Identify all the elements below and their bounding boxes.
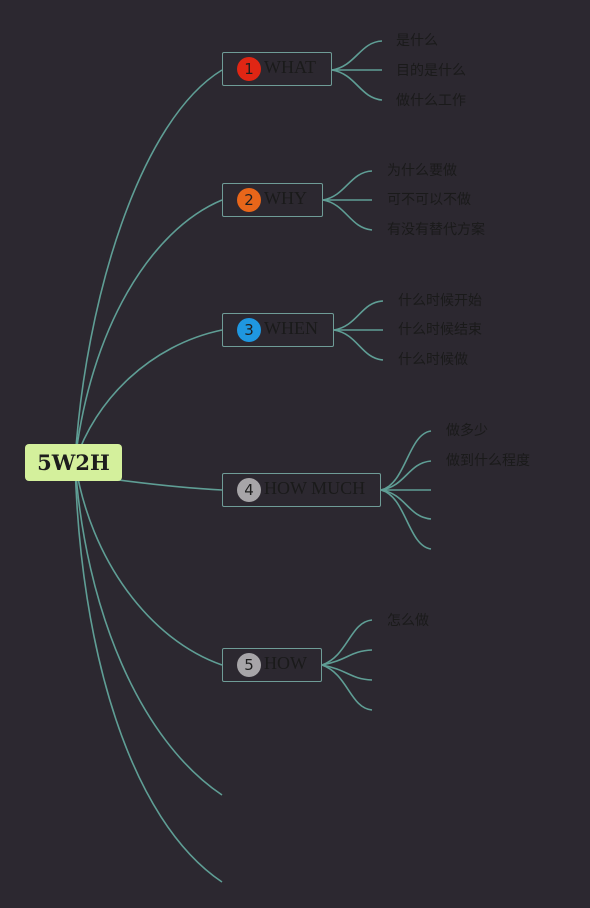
when-leaf-connector-3 — [333, 329, 384, 361]
branch-label: HOW — [264, 652, 307, 673]
number-badge-icon: 3 — [237, 318, 261, 342]
leaf-topic[interactable]: 什么时候做 — [398, 352, 468, 368]
what-leaf-connector-1 — [331, 40, 383, 71]
how-leaf-connector-1 — [321, 619, 373, 666]
number-badge-icon: 5 — [237, 653, 261, 677]
leaf-topic[interactable]: 什么时候开始 — [398, 293, 482, 309]
branch-how[interactable]: 5 HOW — [222, 648, 322, 682]
root-topic[interactable]: 5W2H — [25, 444, 122, 481]
how-leaf-connector-2 — [321, 649, 373, 666]
howmuch-leaf-connector-4 — [380, 489, 432, 520]
root-connector-empty-1 — [74, 461, 223, 796]
root-connector-empty-2 — [74, 461, 223, 883]
leaf-topic[interactable]: 是什么 — [396, 33, 438, 49]
leaf-topic[interactable]: 做到什么程度 — [446, 453, 530, 469]
when-leaf-connector-1 — [333, 300, 384, 331]
branch-what[interactable]: 1 WHAT — [222, 52, 332, 86]
what-leaf-connector-3 — [331, 69, 383, 101]
branch-how-much[interactable]: 4 HOW MUCH — [222, 473, 381, 507]
how-leaf-connector-4 — [321, 664, 373, 711]
branch-label: HOW MUCH — [264, 477, 366, 498]
leaf-topic[interactable]: 做什么工作 — [396, 93, 466, 109]
branch-label: WHY — [264, 187, 307, 208]
why-leaf-connector-1 — [322, 170, 373, 201]
root-connector-when — [74, 329, 223, 463]
howmuch-leaf-connector-2 — [380, 460, 432, 491]
branch-when[interactable]: 3 WHEN — [222, 313, 334, 347]
leaf-topic[interactable]: 为什么要做 — [387, 163, 457, 179]
how-leaf-connector-3 — [321, 664, 373, 681]
howmuch-leaf-connector-1 — [380, 430, 432, 491]
root-connector-how — [74, 461, 223, 666]
number-badge-icon: 1 — [237, 57, 261, 81]
root-connector-why — [74, 199, 223, 463]
branch-why[interactable]: 2 WHY — [222, 183, 323, 217]
number-badge-icon: 2 — [237, 188, 261, 212]
leaf-topic[interactable]: 做多少 — [446, 423, 488, 439]
why-leaf-connector-3 — [322, 199, 373, 231]
branch-label: WHAT — [264, 56, 316, 77]
branch-label: WHEN — [264, 317, 318, 338]
howmuch-leaf-connector-5 — [380, 489, 432, 550]
leaf-topic[interactable]: 目的是什么 — [396, 63, 466, 79]
leaf-topic[interactable]: 有没有替代方案 — [387, 222, 485, 238]
leaf-topic[interactable]: 怎么做 — [387, 613, 429, 629]
leaf-topic[interactable]: 什么时候结束 — [398, 322, 482, 338]
leaf-topic[interactable]: 可不可以不做 — [387, 192, 471, 208]
number-badge-icon: 4 — [237, 478, 261, 502]
root-connector-what — [74, 69, 223, 463]
